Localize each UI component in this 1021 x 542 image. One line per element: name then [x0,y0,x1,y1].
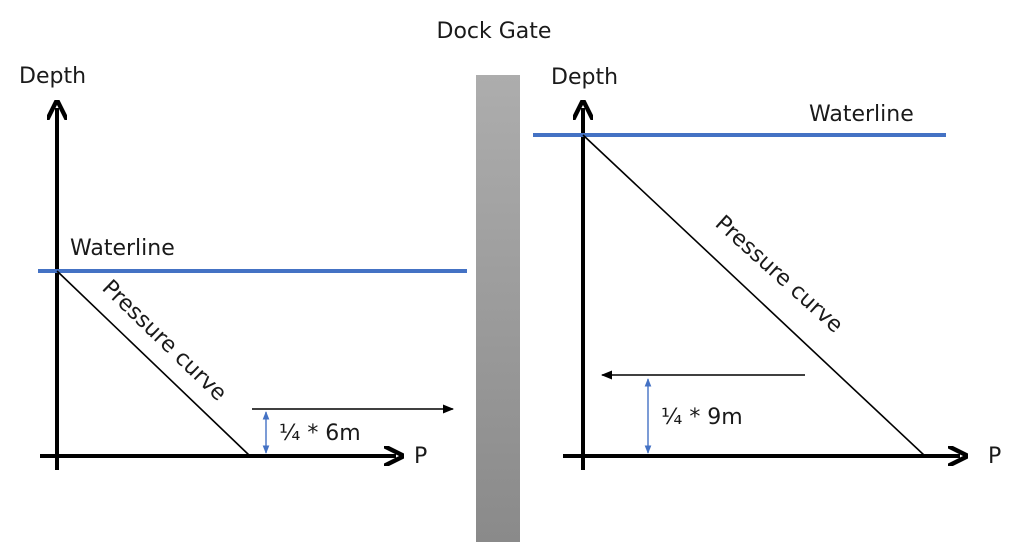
right-panel: Depth P Waterline Pressure curve ¼ * 9m [533,65,1001,470]
left-waterline-label: Waterline [70,236,175,261]
left-panel: Depth P Waterline Pressure curve ¼ * 6m [19,64,467,470]
right-depth-label: Depth [551,65,618,90]
right-dimension-label: ¼ * 9m [661,405,743,430]
left-p-label: P [414,444,427,469]
diagram-title: Dock Gate [437,19,552,44]
left-pressure-curve [56,270,251,457]
right-waterline-label: Waterline [809,102,914,127]
left-depth-label: Depth [19,64,86,89]
left-pressure-curve-label: Pressure curve [97,275,231,406]
left-dimension-label: ¼ * 6m [279,421,361,446]
dock-gate [476,75,520,542]
right-p-label: P [988,444,1001,469]
right-pressure-curve [582,134,926,457]
